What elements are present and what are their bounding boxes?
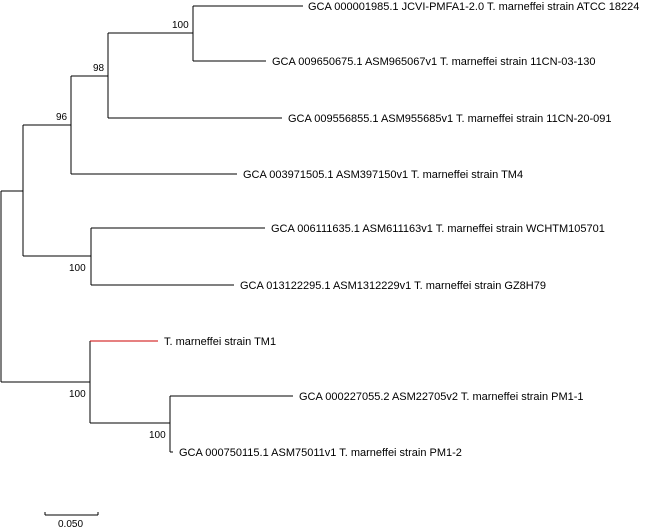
leaf-label: GCA 013122295.1 ASM1312229v1 T. marneffe… (240, 280, 546, 292)
scale-bar: 0.050 (44, 512, 99, 530)
leaf-label: GCA 009556855.1 ASM955685v1 T. marneffei… (288, 113, 612, 125)
leaf-label-highlighted: T. marneffei strain TM1 (164, 336, 276, 348)
support-values: 100 98 96 100 100 100 (56, 20, 189, 441)
bootstrap-support-value: 100 (69, 389, 86, 400)
bootstrap-support-value: 100 (69, 263, 86, 274)
bootstrap-support-value: 100 (149, 430, 166, 441)
bootstrap-support-value: 100 (172, 20, 189, 31)
leaf-label: GCA 000227055.2 ASM22705v2 T. marneffei … (299, 391, 584, 403)
leaf-labels: GCA 000001985.1 JCVI-PMFA1-2.0 T. marnef… (164, 1, 639, 459)
leaf-label: GCA 000001985.1 JCVI-PMFA1-2.0 T. marnef… (308, 1, 639, 13)
leaf-label: GCA 009650675.1 ASM965067v1 T. marneffei… (272, 56, 596, 68)
scale-bar-label: 0.050 (58, 519, 83, 530)
tree-branches (0, 5, 303, 453)
leaf-label: GCA 000750115.1 ASM75011v1 T. marneffei … (179, 447, 462, 459)
bootstrap-support-value: 96 (56, 112, 68, 123)
leaf-label: GCA 006111635.1 ASM611163v1 T. marneffei… (271, 223, 605, 235)
leaf-label: GCA 003971505.1 ASM397150v1 T. marneffei… (243, 169, 523, 181)
bootstrap-support-value: 98 (93, 63, 105, 74)
